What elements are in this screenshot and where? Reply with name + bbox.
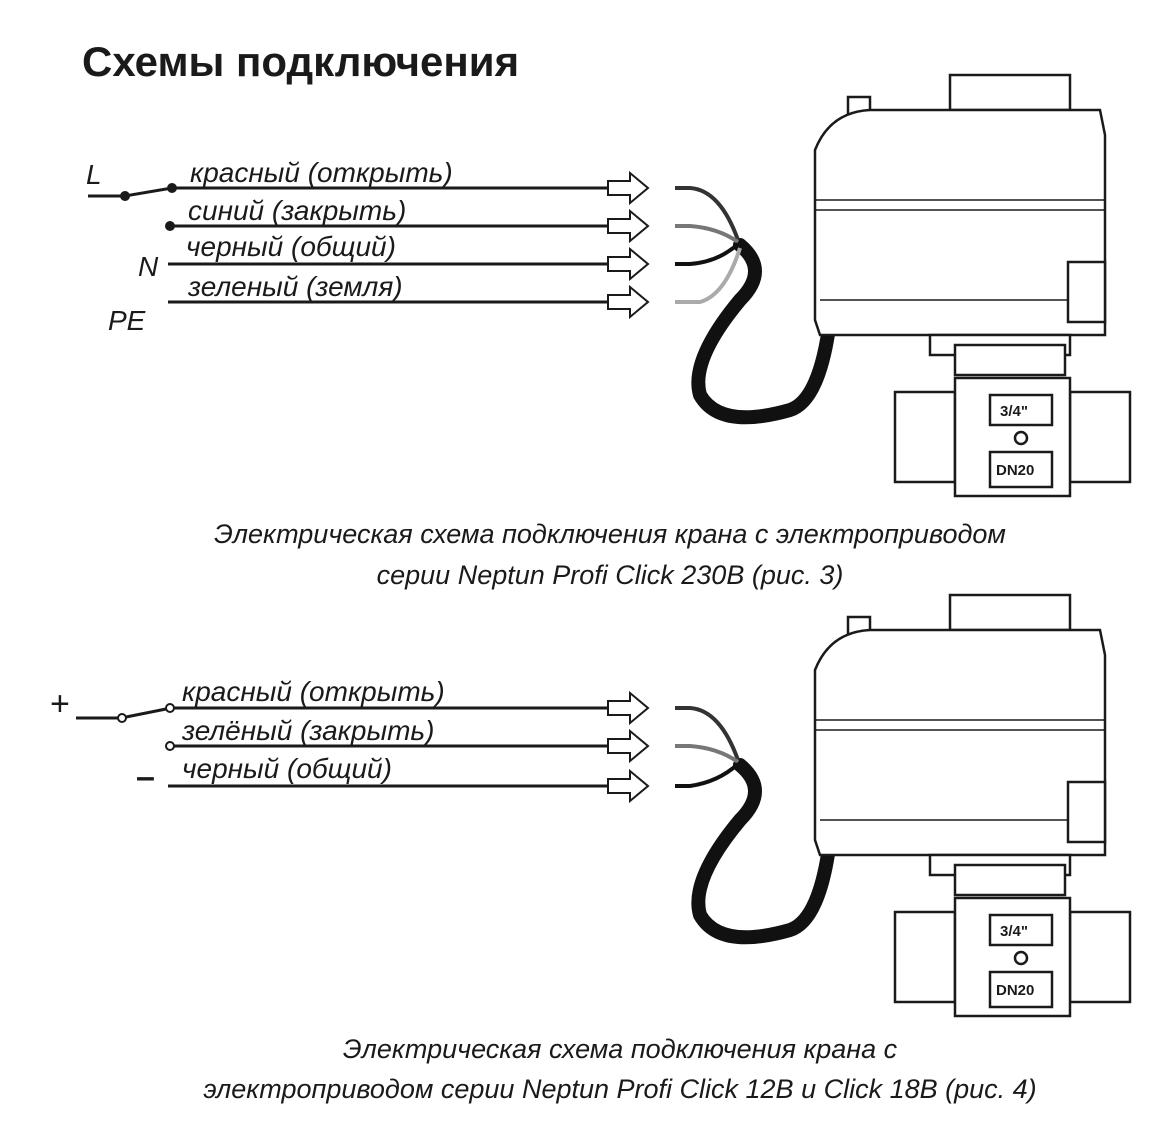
terminal-n-label: N — [138, 251, 159, 282]
switch-contact-open — [165, 703, 175, 713]
arrow-icon — [607, 768, 650, 804]
terminal-l-label: L — [86, 159, 102, 190]
arrow-icon — [607, 728, 650, 764]
cable — [675, 186, 837, 425]
connector-arrows — [607, 170, 650, 320]
terminal-pe-label: PE — [108, 305, 146, 336]
caption-line1: Электрическая схема подключения крана с — [343, 1034, 898, 1064]
terminal-minus-label: – — [136, 758, 155, 796]
wire-label: зеленый (земля) — [187, 271, 403, 302]
valve-size-label: 3/4" — [1000, 403, 1028, 420]
wire-label: черный (общий) — [182, 753, 392, 784]
caption-line2: электроприводом серии Neptun Profi Click… — [203, 1074, 1036, 1104]
caption-line2: серии Neptun Profi Click 230В (рис. 3) — [377, 560, 844, 590]
arrow-icon — [607, 284, 650, 320]
arrow-icon — [607, 208, 650, 244]
valve-dn-label: DN20 — [996, 982, 1034, 999]
arrow-icon — [607, 170, 650, 206]
valve-dn-label: DN20 — [996, 462, 1034, 479]
page-title: Схемы подключения — [82, 38, 519, 85]
terminal-plus-label: + — [50, 685, 70, 723]
connector-arrows — [607, 690, 650, 804]
diagram-12v-18v: + – красный (открыть) зелёный (закрыть) … — [50, 593, 1132, 1104]
switch-lever — [124, 186, 173, 198]
switch-contact-close — [165, 741, 175, 751]
wire-label: зелёный (закрыть) — [181, 715, 434, 746]
switch-contact — [117, 713, 127, 723]
wire-label: красный (открыть) — [182, 676, 445, 707]
cable — [675, 706, 837, 945]
switch-contact — [120, 191, 130, 201]
wire-label: синий (закрыть) — [188, 195, 406, 226]
switch-lever — [125, 707, 167, 719]
diagram-230v: L N PE красный (открыть) синий (закрыть)… — [86, 73, 1132, 590]
valve-size-label: 3/4" — [1000, 923, 1028, 940]
wire-label: красный (открыть) — [190, 157, 453, 188]
valve-actuator: 3/4" DN20 — [813, 593, 1132, 1018]
valve-actuator: 3/4" DN20 — [813, 73, 1132, 498]
arrow-icon — [607, 246, 650, 282]
caption-line1: Электрическая схема подключения крана с … — [214, 519, 1006, 549]
arrow-icon — [607, 690, 650, 726]
wire-label: черный (общий) — [186, 231, 396, 262]
